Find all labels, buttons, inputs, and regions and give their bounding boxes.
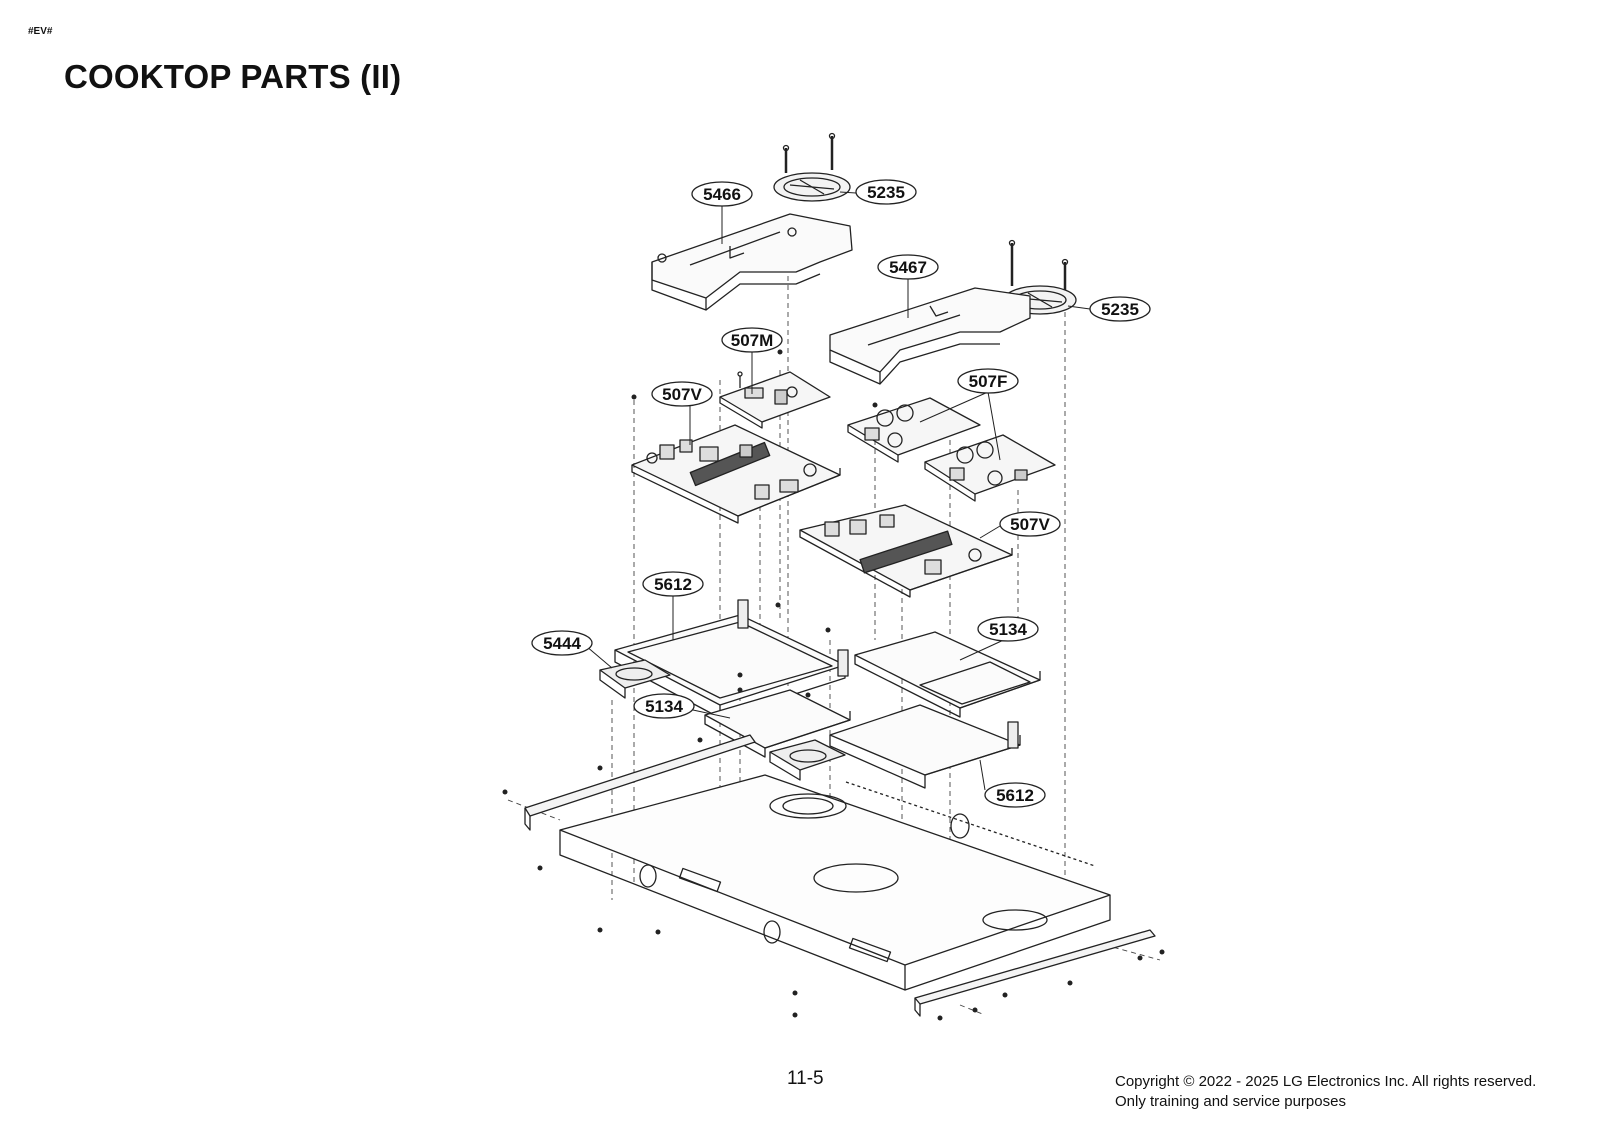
pcb-507V-left bbox=[631, 424, 841, 524]
callout-label: 5612 bbox=[996, 786, 1034, 805]
base-chassis bbox=[559, 774, 1111, 991]
callout-label: 5235 bbox=[1101, 300, 1139, 319]
tray-5612-right bbox=[829, 704, 1021, 789]
leader-lines bbox=[585, 191, 1091, 791]
pcb-507M bbox=[719, 371, 831, 429]
callout-5444: 5444 bbox=[531, 630, 593, 656]
callout-5612-top: 5612 bbox=[642, 571, 704, 597]
page-title: COOKTOP PARTS (II) bbox=[64, 58, 402, 95]
screws bbox=[502, 349, 1165, 1021]
fan-5235-left bbox=[773, 132, 851, 202]
callout-label: 5444 bbox=[543, 634, 581, 653]
fan-center bbox=[769, 739, 846, 781]
callout-5134-right: 5134 bbox=[977, 616, 1039, 642]
copyright-line-1: Copyright © 2022 - 2025 LG Electronics I… bbox=[1115, 1073, 1537, 1090]
copyright-line-2: Only training and service purposes bbox=[1115, 1093, 1346, 1110]
pcb-507V-right bbox=[799, 504, 1013, 598]
callout-5235-top: 5235 bbox=[855, 179, 917, 205]
callout-label: 507V bbox=[662, 385, 702, 404]
pcb-507F-a bbox=[847, 397, 981, 463]
side-rail-right bbox=[914, 929, 1156, 1017]
callout-507F: 507F bbox=[957, 368, 1019, 394]
side-rail-left bbox=[524, 734, 756, 831]
callout-label: 507M bbox=[731, 331, 774, 350]
callout-label: 507F bbox=[969, 372, 1008, 391]
callout-5467: 5467 bbox=[877, 254, 939, 280]
duct-cover-5467 bbox=[829, 287, 1031, 385]
callout-label: 5466 bbox=[703, 185, 741, 204]
callout-label: 5467 bbox=[889, 258, 927, 277]
callout-label: 5134 bbox=[645, 697, 683, 716]
callout-label: 507V bbox=[1010, 515, 1050, 534]
callout-507V-right: 507V bbox=[999, 511, 1061, 537]
duct-cover-5466 bbox=[651, 213, 853, 311]
page-number: 11-5 bbox=[787, 1068, 824, 1089]
callout-507V-left: 507V bbox=[651, 381, 713, 407]
callout-5612-bottom: 5612 bbox=[984, 782, 1046, 808]
callout-5134-left: 5134 bbox=[633, 693, 695, 719]
callout-label: 5134 bbox=[989, 620, 1027, 639]
tray-5134-right bbox=[854, 631, 1041, 718]
callout-5466: 5466 bbox=[691, 181, 753, 207]
fan-5444-left bbox=[599, 659, 671, 699]
copyright-notice: Copyright © 2022 - 2025 LG Electronics I… bbox=[1115, 1072, 1536, 1112]
callout-507M: 507M bbox=[721, 327, 783, 353]
pcb-507F-b bbox=[924, 434, 1056, 502]
callout-5235-right: 5235 bbox=[1089, 296, 1151, 322]
callout-label: 5235 bbox=[867, 183, 905, 202]
doc-tag: #EV# bbox=[28, 26, 53, 37]
callout-label: 5612 bbox=[654, 575, 692, 594]
